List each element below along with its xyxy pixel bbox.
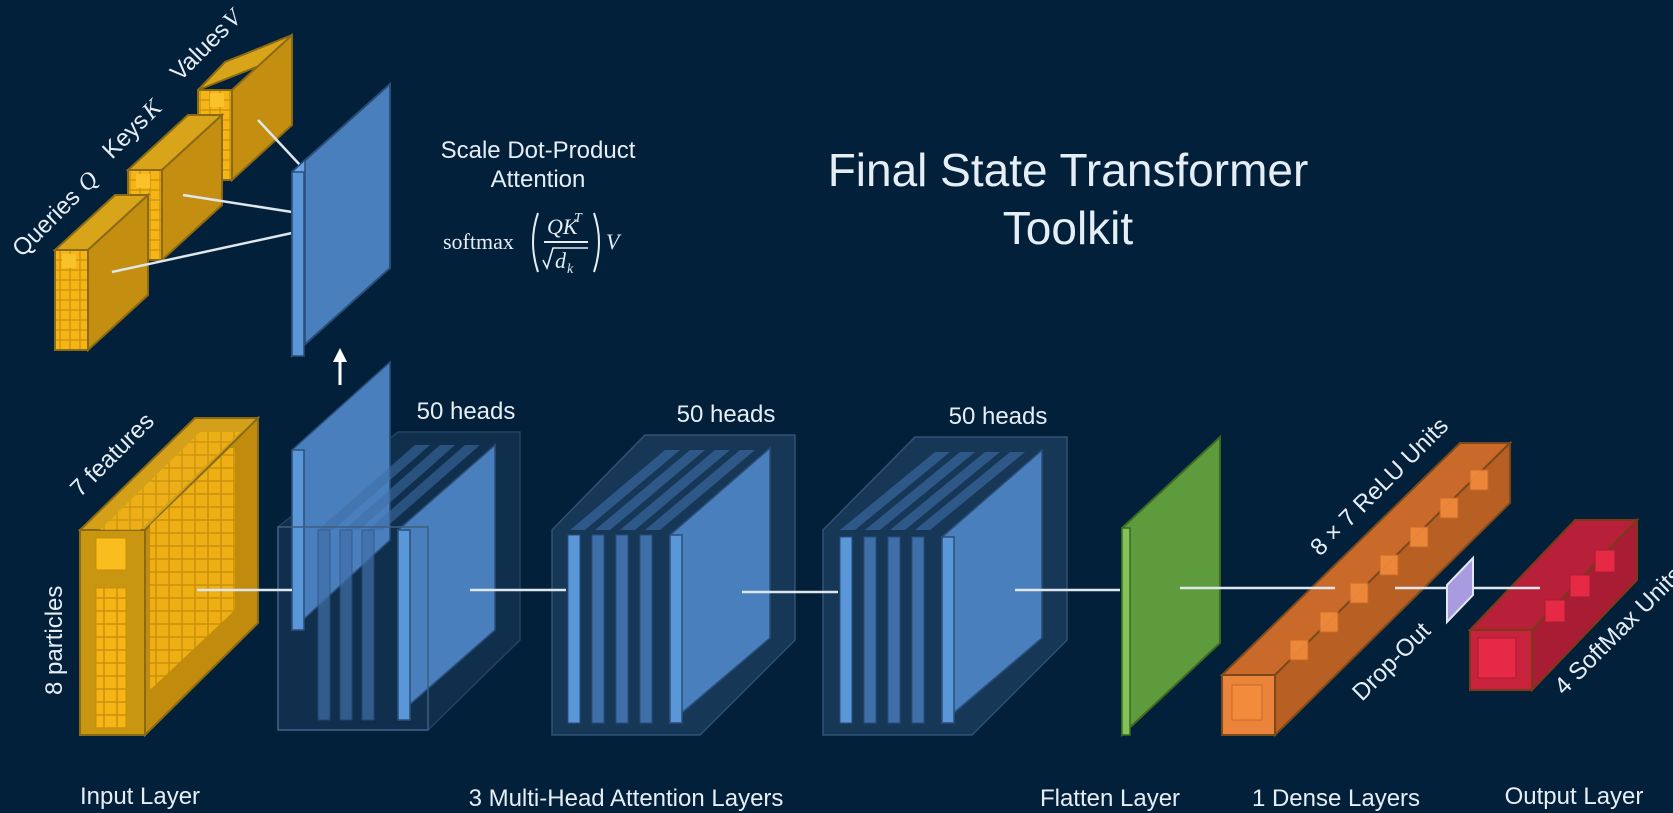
attention-layers-label: 3 Multi-Head Attention Layers — [469, 785, 784, 812]
heads-label-1: 50 heads — [417, 398, 516, 425]
particles-label: 8 particles — [41, 586, 68, 695]
flatten-layer-label: Flatten Layer — [1040, 785, 1180, 812]
formula-softmax: softmax — [443, 229, 514, 254]
title: Final State Transformer Toolkit — [828, 144, 1309, 254]
attention-label: Scale Dot-Product Attention — [441, 137, 636, 193]
dense-layer-label: 1 Dense Layers — [1252, 785, 1420, 812]
output-layer — [1467, 517, 1640, 693]
attention-label-line-2: Attention — [491, 166, 586, 193]
output-layer-label: Output Layer — [1505, 783, 1644, 810]
attention-layer-3 — [822, 436, 1068, 736]
attention-layer-2 — [551, 434, 796, 736]
attention-formula: softmax QK T d k V — [443, 211, 622, 277]
formula-superscript: T — [574, 211, 583, 226]
flatten-layer — [1121, 434, 1221, 738]
qkv-matrices — [52, 32, 293, 353]
formula-numerator: QK — [547, 214, 579, 239]
formula-v: V — [606, 229, 622, 254]
formula-denominator: d — [555, 248, 567, 273]
up-arrow-icon — [333, 348, 347, 385]
formula-subscript: k — [567, 262, 574, 277]
heads-label-2: 50 heads — [677, 401, 776, 428]
title-line-1: Final State Transformer — [828, 144, 1309, 196]
dropout-layer — [1446, 555, 1474, 625]
keys-matrix — [125, 112, 225, 263]
bottom-labels: Input Layer 3 Multi-Head Attention Layer… — [80, 783, 1643, 812]
input-layer-label: Input Layer — [80, 783, 200, 810]
queries-matrix — [52, 192, 151, 353]
heads-label-3: 50 heads — [949, 403, 1048, 430]
attention-plane — [291, 81, 391, 359]
attention-label-line-1: Scale Dot-Product — [441, 137, 636, 164]
queries-symbol: Q — [73, 167, 104, 198]
qkv-connectors — [111, 119, 301, 274]
layer-connectors — [197, 586, 1540, 594]
dense-layer — [1219, 440, 1513, 738]
attention-layer-1 — [277, 360, 521, 731]
input-layer-cube — [77, 415, 261, 738]
title-line-2: Toolkit — [1003, 202, 1134, 254]
